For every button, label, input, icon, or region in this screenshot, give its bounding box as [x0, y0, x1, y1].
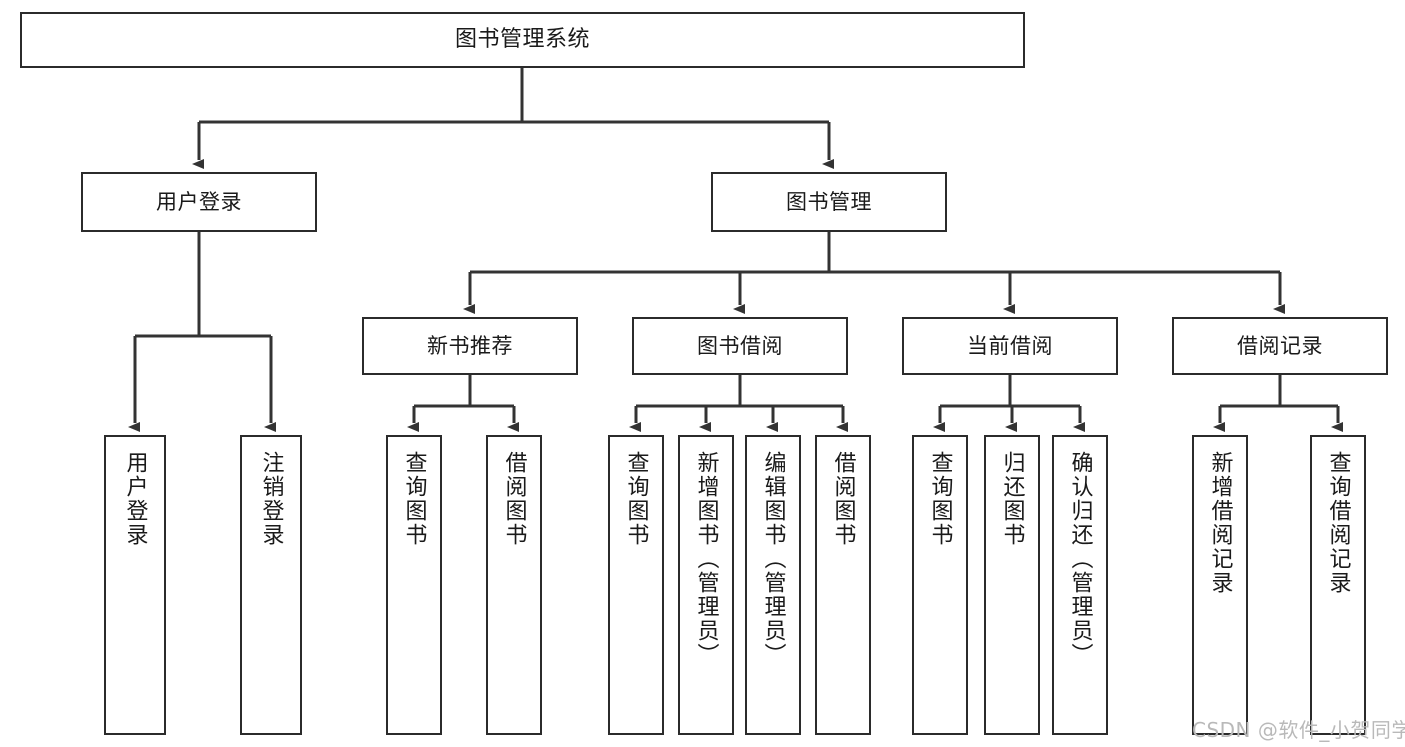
- node-label: 查询图书: [927, 451, 953, 547]
- leaf-query-book-bb[interactable]: 查询图书: [608, 435, 664, 735]
- node-label: 查询图书: [401, 451, 427, 547]
- leaf-logout[interactable]: 注销登录: [240, 435, 302, 735]
- leaf-borrow-book-nbr[interactable]: 借阅图书: [486, 435, 542, 735]
- node-root-system[interactable]: 图书管理系统: [20, 12, 1025, 68]
- leaf-edit-book-admin[interactable]: 编辑图书（管理员）: [745, 435, 801, 735]
- node-label: 查询借阅记录: [1325, 451, 1351, 595]
- node-label: 确认归还（管理员）: [1067, 451, 1093, 667]
- node-label: 注销登录: [258, 451, 284, 547]
- node-label: 新增借阅记录: [1207, 451, 1233, 595]
- node-label: 查询图书: [623, 451, 649, 547]
- node-label: 图书借阅: [697, 333, 783, 358]
- node-label: 用户登录: [122, 451, 148, 547]
- node-book-management[interactable]: 图书管理: [711, 172, 947, 232]
- node-book-borrow[interactable]: 图书借阅: [632, 317, 848, 375]
- node-user-login[interactable]: 用户登录: [81, 172, 317, 232]
- node-label: 借阅图书: [501, 451, 527, 547]
- leaf-query-book-nbr[interactable]: 查询图书: [386, 435, 442, 735]
- csdn-watermark: CSDN @软件_小贺同学: [1192, 718, 1405, 742]
- node-label: 借阅图书: [830, 451, 856, 547]
- node-new-book-recommend[interactable]: 新书推荐: [362, 317, 578, 375]
- node-borrow-record[interactable]: 借阅记录: [1172, 317, 1388, 375]
- node-label: 新书推荐: [427, 333, 513, 358]
- leaf-add-book-admin[interactable]: 新增图书（管理员）: [678, 435, 734, 735]
- leaf-user-login[interactable]: 用户登录: [104, 435, 166, 735]
- node-label: 当前借阅: [967, 333, 1053, 358]
- node-label: 编辑图书（管理员）: [760, 451, 786, 667]
- leaf-borrow-book-bb[interactable]: 借阅图书: [815, 435, 871, 735]
- node-label: 新增图书（管理员）: [693, 451, 719, 667]
- node-current-borrow[interactable]: 当前借阅: [902, 317, 1118, 375]
- node-label: 图书管理系统: [454, 27, 590, 53]
- node-label: 归还图书: [999, 451, 1025, 547]
- leaf-add-borrow-record[interactable]: 新增借阅记录: [1192, 435, 1248, 735]
- node-label: 借阅记录: [1237, 333, 1323, 358]
- leaf-return-book[interactable]: 归还图书: [984, 435, 1040, 735]
- node-label: 图书管理: [786, 189, 872, 214]
- leaf-query-borrow-record[interactable]: 查询借阅记录: [1310, 435, 1366, 735]
- leaf-query-book-cb[interactable]: 查询图书: [912, 435, 968, 735]
- leaf-confirm-return-admin[interactable]: 确认归还（管理员）: [1052, 435, 1108, 735]
- node-label: 用户登录: [156, 189, 242, 214]
